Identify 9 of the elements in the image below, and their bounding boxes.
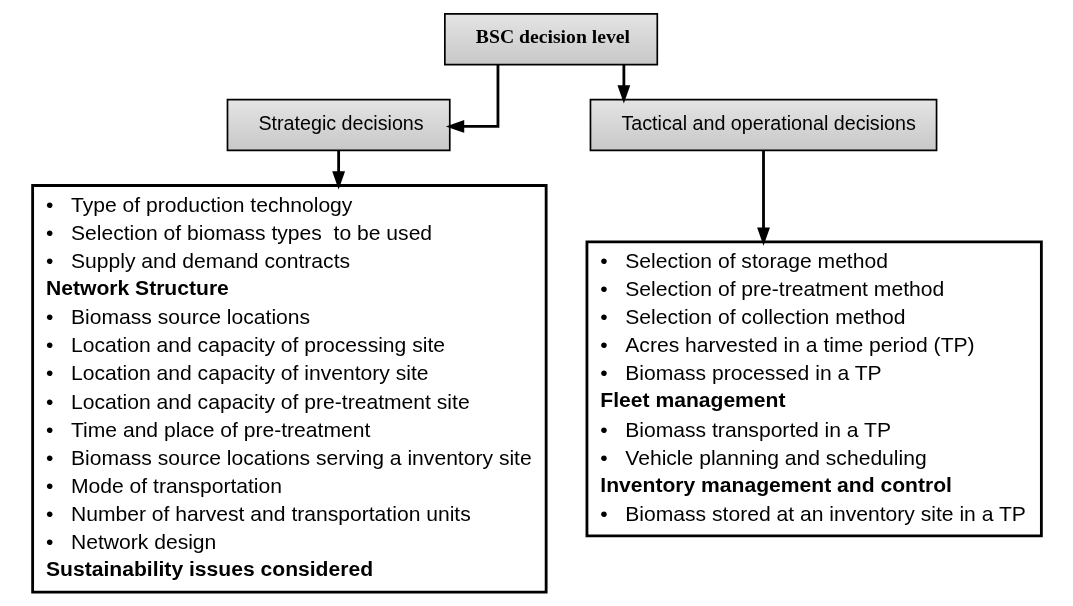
node-box: • Type of production technology • Selection of biomass types to be used • Supply and demand contracts Network Structure • Biomass source locations • Location and capacity of processing site • Location and capacity of inventory site • Location and capacity of pre-treatment site • Time and place of pre-treatment • Biomass source locations serving a inventory site • Mode of transportation • Number of harvest and transportation units • Network design Sustainability issues considered xyxy=(30,184,548,594)
arrow xyxy=(445,64,499,133)
arrow xyxy=(756,150,770,246)
node-box: BSC decision level xyxy=(443,13,658,66)
arrow xyxy=(331,150,345,190)
node-box: Tactical and operational decisions xyxy=(589,98,937,152)
arrow xyxy=(616,64,630,104)
node-box: • Selection of storage method • Selection of pre-treatment method • Selection of collection method • Acres harvested in a time period (TP) • Biomass processed in a TP Fleet management • Biomass transported in a TP • Vehicle planning and scheduling Inventory management and control • Biomass stored at an inventory site in a TP xyxy=(585,240,1043,538)
node-box: Strategic decisions xyxy=(226,98,451,152)
